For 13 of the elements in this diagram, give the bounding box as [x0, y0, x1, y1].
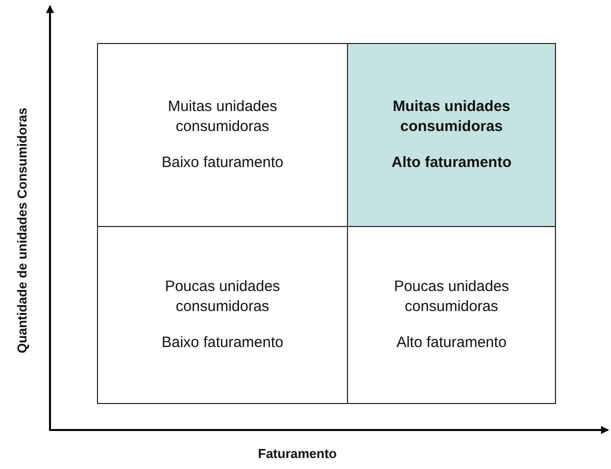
quadrant-text: Muitas unidades consumidoras [166, 97, 278, 137]
quadrant-text: Alto faturamento [390, 153, 512, 173]
quadrant-text: Poucas unidades consumidoras [392, 277, 510, 317]
quadrant-text: Alto faturamento [395, 333, 508, 353]
axis-title: Faturamento [258, 446, 337, 461]
quadrant-box [347, 43, 556, 227]
quadrant-box [97, 226, 348, 404]
quadrant-box [347, 226, 556, 404]
quadrant-text: Poucas unidades consumidoras [164, 277, 282, 317]
axis-title: Quantidade de unidades Consumidoras [14, 107, 30, 353]
quadrant-text: Muitas unidades consumidoras [392, 97, 512, 137]
quadrant-text: Baixo faturamento [160, 153, 284, 173]
quadrant-text: Baixo faturamento [160, 333, 284, 353]
